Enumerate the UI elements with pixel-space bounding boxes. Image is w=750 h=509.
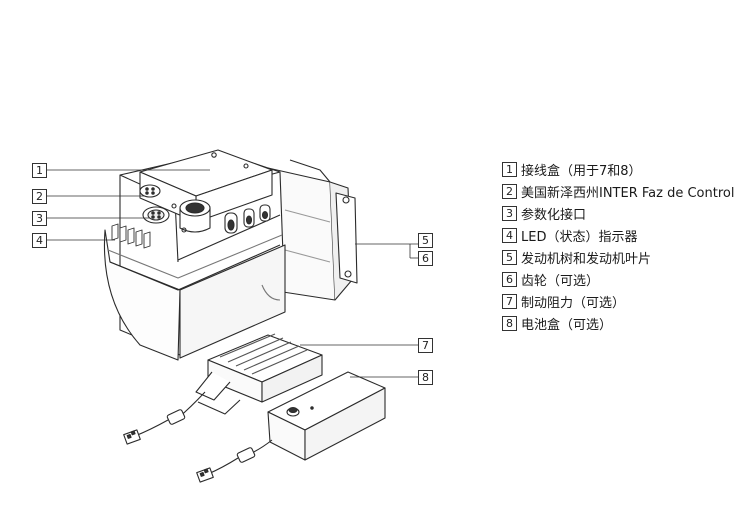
legend-label: 制动阻力（可选）: [521, 295, 626, 311]
callout-3: 3: [32, 211, 47, 226]
battery-box: [196, 371, 386, 483]
legend-label: 美国新泽西州INTER Faz de Control: [521, 185, 735, 201]
brake-resistor: [123, 333, 323, 445]
legend-item: 1 接线盒（用于7和8）: [502, 160, 642, 179]
legend-item: 5 发动机树和发动机叶片: [502, 248, 652, 267]
legend-item: 2 美国新泽西州INTER Faz de Control: [502, 182, 735, 201]
legend-label: LED（状态）指示器: [521, 229, 638, 245]
legend-label: 发动机树和发动机叶片: [521, 251, 652, 267]
callout-2: 2: [32, 189, 47, 204]
legend-item: 4 LED（状态）指示器: [502, 226, 638, 245]
legend-label: 参数化接口: [521, 207, 587, 223]
connectors: [139, 184, 211, 233]
legend-number: 3: [502, 205, 517, 221]
legend-label: 齿轮（可选）: [521, 273, 600, 289]
legend-number: 7: [502, 293, 517, 309]
legend-number: 6: [502, 271, 517, 287]
led-fins: [111, 223, 151, 249]
legend-number: 2: [502, 183, 517, 199]
legend-label: 接线盒（用于7和8）: [521, 163, 642, 179]
callout-5: 5: [418, 233, 433, 248]
legend-number: 5: [502, 249, 517, 265]
callout-1: 1: [32, 163, 47, 178]
legend-number: 1: [502, 161, 517, 177]
callout-8: 8: [418, 370, 433, 385]
side-ports: [224, 204, 271, 234]
leader-lines: [46, 169, 418, 378]
callout-4: 4: [32, 233, 47, 248]
legend-item: 7 制动阻力（可选）: [502, 292, 626, 311]
legend-item: 6 齿轮（可选）: [502, 270, 600, 289]
legend-item: 3 参数化接口: [502, 204, 587, 223]
legend-number: 4: [502, 227, 517, 243]
legend-label: 电池盒（可选）: [521, 317, 613, 333]
legend-item: 8 电池盒（可选）: [502, 314, 613, 333]
legend-number: 8: [502, 315, 517, 331]
callout-7: 7: [418, 338, 433, 353]
callout-6: 6: [418, 251, 433, 266]
